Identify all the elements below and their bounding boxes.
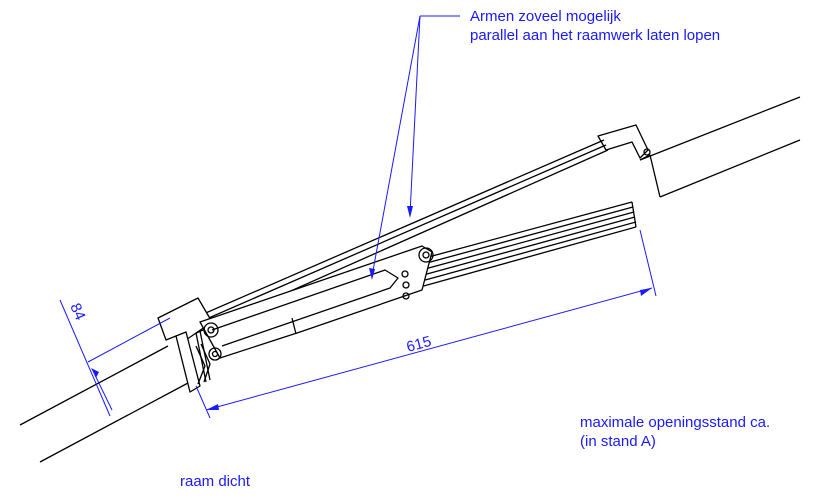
callout-leader — [369, 15, 460, 280]
lower-roof-frame — [19, 345, 189, 463]
lower-frame-profile — [157, 297, 213, 393]
dimension-84 — [59, 299, 171, 417]
dimension-615 — [195, 229, 657, 419]
stacked-arms — [409, 201, 637, 288]
window-closed-label: raam dicht — [180, 473, 251, 490]
callout-line-2: parallel aan het raamwerk laten lopen — [470, 27, 720, 44]
arm-bracket — [195, 245, 434, 385]
callout-line-1: Armen zoveel mogelijk — [470, 8, 621, 25]
max-opening-label: maximale openingsstand ca. — [580, 414, 770, 431]
dimension-84-label: 84 — [66, 301, 88, 323]
max-opening-sub-label: (in stand A) — [580, 433, 656, 450]
upper-roof-frame — [639, 96, 801, 198]
upper-frame-profile — [597, 124, 651, 159]
dimension-615-label: 615 — [405, 333, 434, 356]
